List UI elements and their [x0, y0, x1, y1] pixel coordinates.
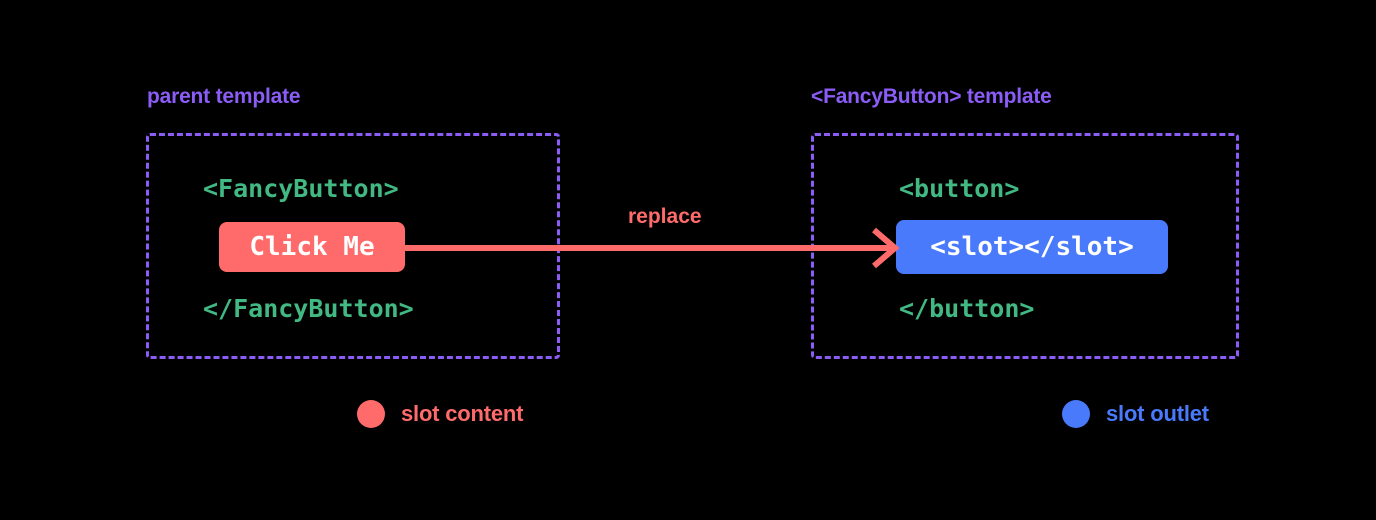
code-open-fancybutton: <FancyButton> [203, 174, 399, 203]
legend-item-slot-content: slot content [357, 400, 523, 428]
legend-item-slot-outlet: slot outlet [1062, 400, 1209, 428]
fancybutton-template-caption: <FancyButton> template [811, 85, 1052, 108]
legend-label-slot-content: slot content [401, 401, 524, 426]
code-open-button: <button> [899, 174, 1020, 203]
replace-label: replace [628, 205, 702, 228]
legend-dot-icon-slot-outlet [1062, 400, 1090, 428]
code-close-button: </button> [899, 294, 1035, 323]
legend-dot-icon-slot-content [357, 400, 385, 428]
arrow-head [872, 227, 900, 269]
replace-arrow [402, 227, 900, 269]
code-close-fancybutton: </FancyButton> [203, 294, 414, 323]
slot-outlet-chip: <slot></slot> [896, 220, 1168, 274]
slot-content-chip: Click Me [219, 222, 405, 272]
legend-label-slot-outlet: slot outlet [1106, 401, 1209, 426]
parent-template-caption: parent template [147, 85, 301, 108]
